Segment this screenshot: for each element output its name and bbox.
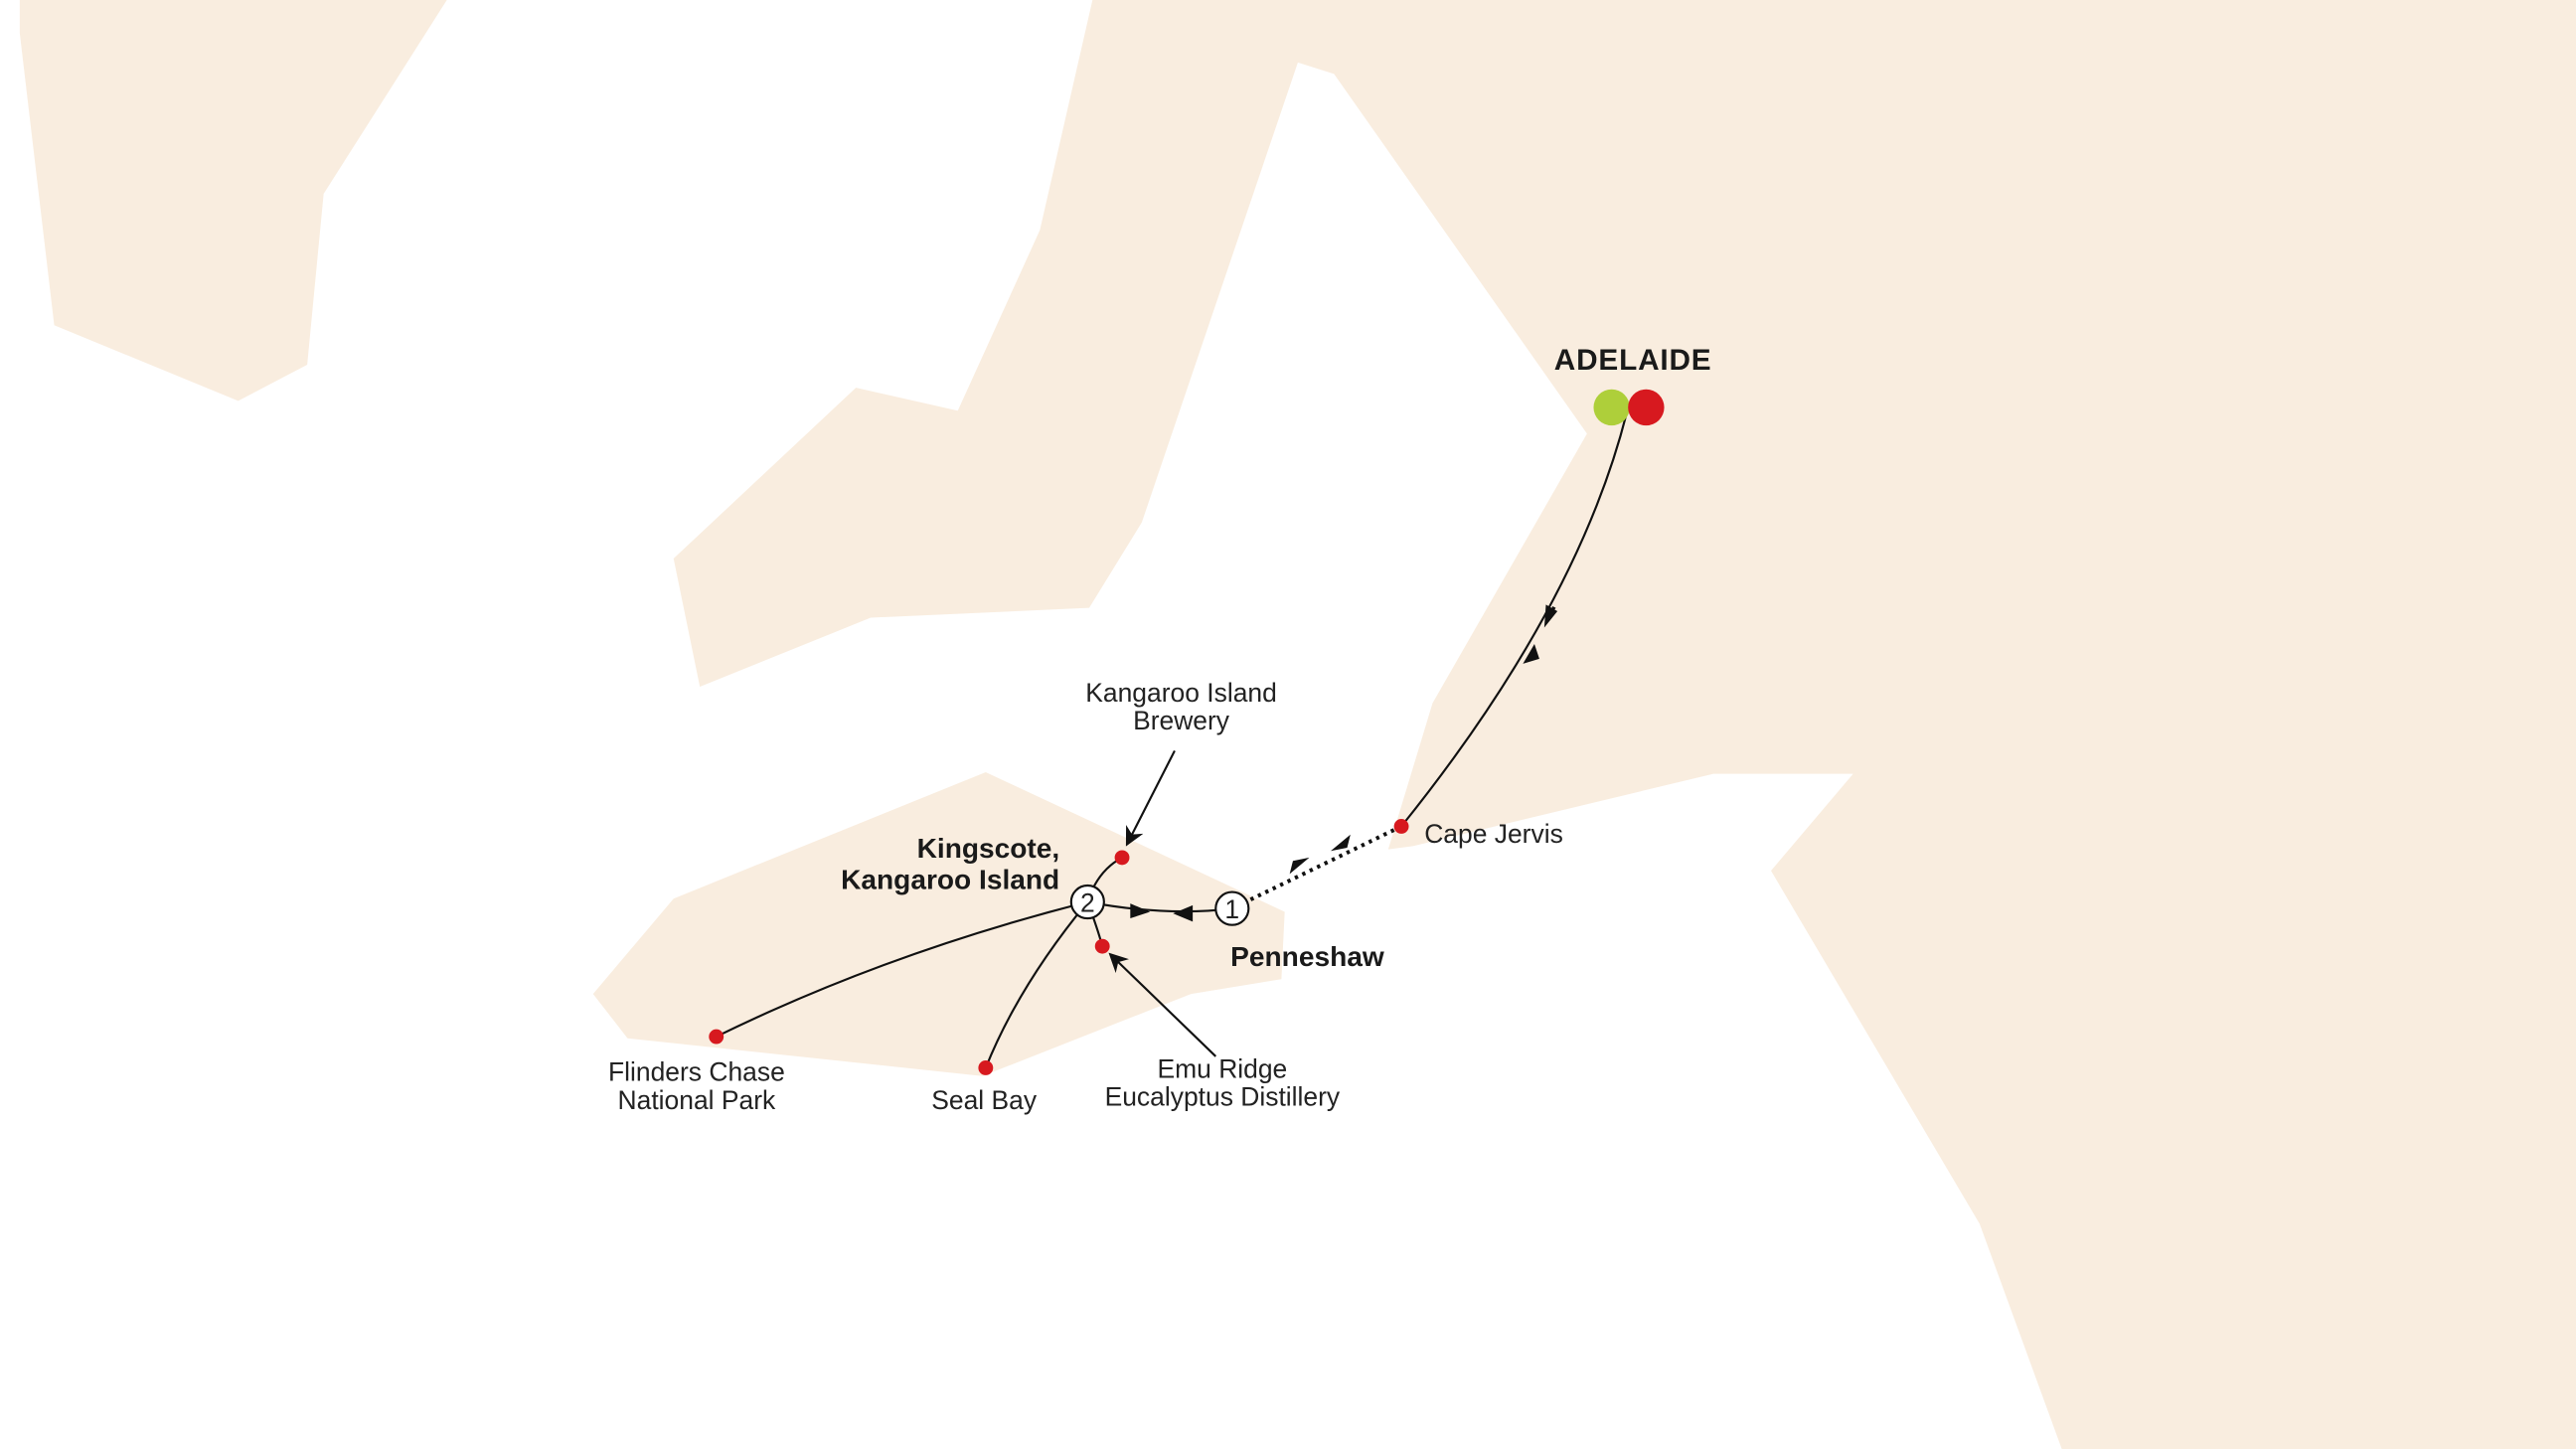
label-seal-bay: Seal Bay [931,1085,1038,1115]
start-marker[interactable] [1593,389,1630,426]
label-flinders-2: National Park [618,1085,776,1115]
stop-brewery[interactable] [1114,850,1130,866]
brewery-pointer [1125,749,1176,847]
emu-pointer [1108,952,1217,1057]
label-adelaide: ADELAIDE [1554,344,1712,377]
stop-cape-jervis[interactable] [1393,819,1409,834]
ferry-route [1230,824,1402,910]
stop-flinders[interactable] [709,1029,724,1045]
ferry-arrow-icon [1330,834,1351,852]
arrow-up-icon [1523,644,1539,664]
overnight-node-2[interactable]: 2 [1069,884,1105,920]
node-2-label: 2 [1080,887,1095,917]
labels: ADELAIDE Cape Jervis Penneshaw Kingscote… [608,344,1711,1115]
route-seal-bay [984,900,1089,1068]
node-1-label: 1 [1224,894,1239,924]
arrow-down-icon [1543,604,1558,628]
route-flinders [716,900,1088,1039]
label-kingscote-1: Kingscote, [917,833,1060,864]
arrow-icon [1173,904,1194,922]
label-brewery-2: Brewery [1133,706,1230,735]
kangaroo-island [592,771,1285,1076]
land-west [19,0,447,402]
stop-emu-ridge[interactable] [1094,938,1110,954]
stop-seal-bay[interactable] [978,1060,994,1075]
end-marker[interactable] [1628,389,1665,426]
label-brewery-1: Kangaroo Island [1085,678,1277,708]
land-mainland [673,0,2576,1449]
overnight-node-1[interactable]: 1 [1214,890,1250,926]
label-flinders-1: Flinders Chase [608,1057,785,1087]
label-emu-1: Emu Ridge [1157,1053,1287,1083]
label-penneshaw: Penneshaw [1230,941,1384,972]
label-kingscote-2: Kangaroo Island [841,864,1059,894]
stops [709,389,1665,1075]
label-cape-jervis: Cape Jervis [1424,819,1563,849]
land [19,0,2576,1449]
ferry-arrow-icon [1289,857,1310,875]
label-emu-2: Eucalyptus Distillery [1105,1082,1341,1112]
arrow-icon [1130,903,1151,919]
